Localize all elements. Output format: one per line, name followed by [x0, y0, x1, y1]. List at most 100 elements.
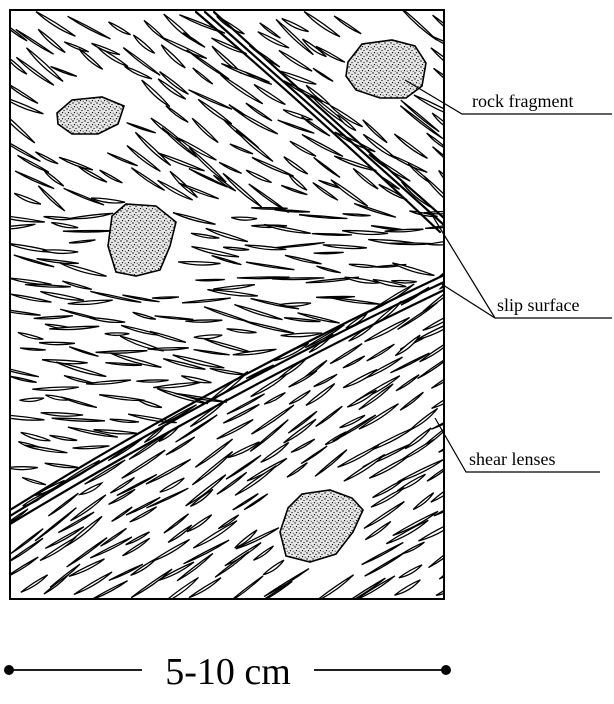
shear-lens	[64, 188, 105, 205]
shear-lens	[41, 413, 83, 417]
shear-lens	[44, 575, 68, 594]
shear-lens	[349, 264, 376, 267]
shear-lens	[289, 390, 310, 404]
shear-lens	[176, 415, 218, 442]
shear-lens	[40, 292, 84, 301]
shear-lens	[48, 493, 78, 516]
shear-lens	[193, 68, 213, 84]
shear-lens	[284, 157, 308, 174]
shear-lens	[279, 50, 312, 71]
shear-lens	[363, 120, 388, 143]
shear-lens	[343, 214, 371, 216]
shear-lens	[189, 90, 233, 110]
shear-lens	[238, 112, 278, 134]
shear-lens	[431, 479, 463, 502]
shear-lens	[306, 384, 335, 406]
shear-lens	[151, 118, 181, 141]
rock-fragment-bottom	[280, 490, 363, 562]
shear-lens	[69, 347, 98, 357]
shear-lens	[219, 162, 242, 173]
rock-fragment-upper-left	[57, 97, 124, 134]
shear-lens	[38, 186, 65, 211]
shear-lens	[18, 333, 43, 340]
rock-fragment-top-right	[346, 40, 426, 98]
shear-lens	[335, 132, 376, 152]
shear-lens	[291, 439, 315, 452]
shear-lens	[44, 170, 64, 186]
shear-lens	[434, 68, 473, 97]
scale-bar-left-end	[4, 665, 14, 675]
shear-lens	[182, 298, 231, 303]
shear-lens	[343, 356, 365, 368]
shear-lens	[51, 223, 78, 228]
shear-lens	[257, 581, 293, 604]
shear-lens	[316, 406, 343, 426]
shear-lens	[390, 243, 433, 245]
shear-lens	[0, 224, 35, 229]
shear-lens	[21, 575, 48, 592]
shear-lens	[64, 376, 93, 384]
shear-lens	[173, 213, 216, 225]
shear-lens	[285, 255, 322, 263]
shear-lens	[35, 152, 58, 164]
shear-lens	[127, 123, 156, 133]
shear-lens	[334, 16, 361, 34]
shear-lens	[69, 240, 95, 243]
shear-lens	[110, 419, 139, 422]
shear-lens	[61, 397, 97, 408]
shear-lens	[364, 502, 405, 529]
leader-slip-surface-upper	[432, 215, 495, 318]
shear-lens	[21, 432, 51, 440]
shear-lens	[153, 382, 201, 387]
shear-lens	[44, 217, 73, 220]
shear-lens	[264, 393, 285, 405]
shear-lens	[436, 583, 463, 596]
shear-lens	[234, 305, 282, 320]
shear-lens	[107, 153, 137, 166]
shear-lens	[43, 250, 79, 254]
shear-lens	[25, 285, 71, 288]
shear-lens	[420, 339, 454, 362]
shear-lens	[10, 376, 37, 382]
shear-lens	[14, 193, 41, 204]
shear-lens	[194, 335, 222, 339]
shear-lens	[399, 565, 422, 578]
shear-lens	[56, 362, 106, 377]
shear-lens	[287, 463, 307, 477]
shear-lens	[215, 552, 249, 578]
shear-lens	[429, 540, 466, 568]
shear-lens	[204, 339, 254, 353]
shear-lens	[105, 333, 130, 336]
shear-lens	[359, 404, 399, 429]
shear-lens	[160, 478, 185, 492]
shear-lens	[186, 475, 226, 506]
shear-lens	[390, 353, 429, 373]
label-rock-fragment: rock fragment	[472, 91, 573, 111]
shear-lens	[223, 247, 249, 250]
shear-lens	[109, 22, 131, 35]
shear-lens	[413, 493, 434, 510]
shear-lens	[9, 278, 52, 284]
shear-lens	[39, 342, 75, 344]
shear-lens	[391, 281, 416, 284]
shear-lens	[73, 446, 110, 449]
shear-lens	[395, 335, 420, 356]
shear-lens	[228, 442, 260, 458]
shear-lens	[246, 170, 271, 182]
shear-lens	[150, 331, 186, 342]
shear-lens	[137, 399, 162, 407]
shear-lens	[152, 297, 179, 299]
shear-lens	[275, 243, 324, 248]
shear-lens	[181, 376, 211, 383]
shear-lens	[34, 316, 73, 319]
shear-lens	[85, 460, 126, 484]
shear-lens	[160, 37, 206, 59]
shear-lens	[365, 318, 410, 342]
rock-fragment-middle-left	[108, 204, 176, 276]
shear-lens	[38, 29, 65, 52]
shear-lens	[7, 467, 38, 470]
shear-lens	[78, 166, 107, 182]
shear-lens	[60, 263, 107, 276]
shear-lens	[20, 348, 46, 350]
